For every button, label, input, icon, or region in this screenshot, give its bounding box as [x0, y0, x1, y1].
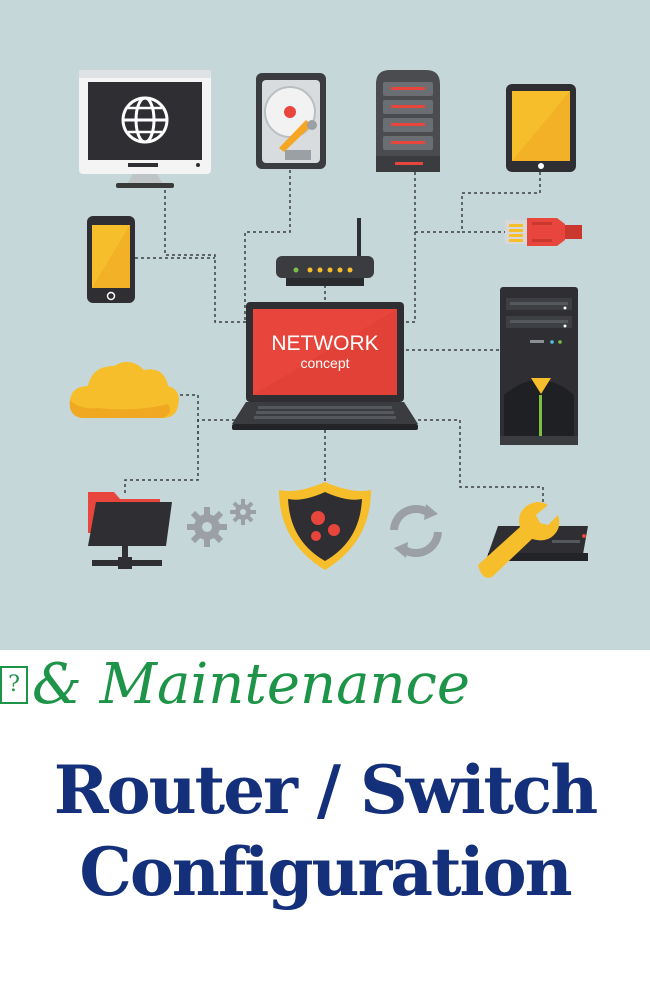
laptop-icon: NETWORK concept: [232, 302, 418, 430]
missing-glyph-box: ?: [0, 665, 28, 704]
network-diagram: NETWORK concept: [69, 70, 588, 578]
monitor-globe-icon: [79, 70, 211, 188]
wrench-device-icon: [478, 502, 588, 578]
sync-icon: [390, 504, 442, 558]
title-line-3-text: & Maintenance: [32, 652, 471, 717]
title-line-3: ?& Maintenance: [0, 650, 600, 720]
security-shield-icon: [279, 482, 371, 570]
server-rack-icon: [376, 70, 440, 172]
smartphone-icon: [87, 216, 135, 303]
tablet-icon: [506, 84, 576, 172]
hard-drive-icon: [256, 73, 326, 169]
screen-title: NETWORK: [271, 332, 378, 355]
screen-subtitle: concept: [300, 355, 349, 371]
connector-lines: [124, 170, 544, 505]
router-icon: [276, 218, 374, 286]
cloud-icon: [69, 361, 179, 418]
title-block: Router / Switch Configuration ?& Mainten…: [0, 650, 650, 1000]
network-folder-icon: [88, 492, 172, 569]
title-line-2: Configuration: [79, 833, 572, 911]
gears-icon: [187, 499, 256, 547]
desktop-tower-icon: [500, 287, 578, 445]
ethernet-cable-icon: [505, 218, 582, 246]
network-illustration: NETWORK concept: [0, 0, 650, 650]
title-line-1: Router / Switch: [53, 751, 598, 829]
